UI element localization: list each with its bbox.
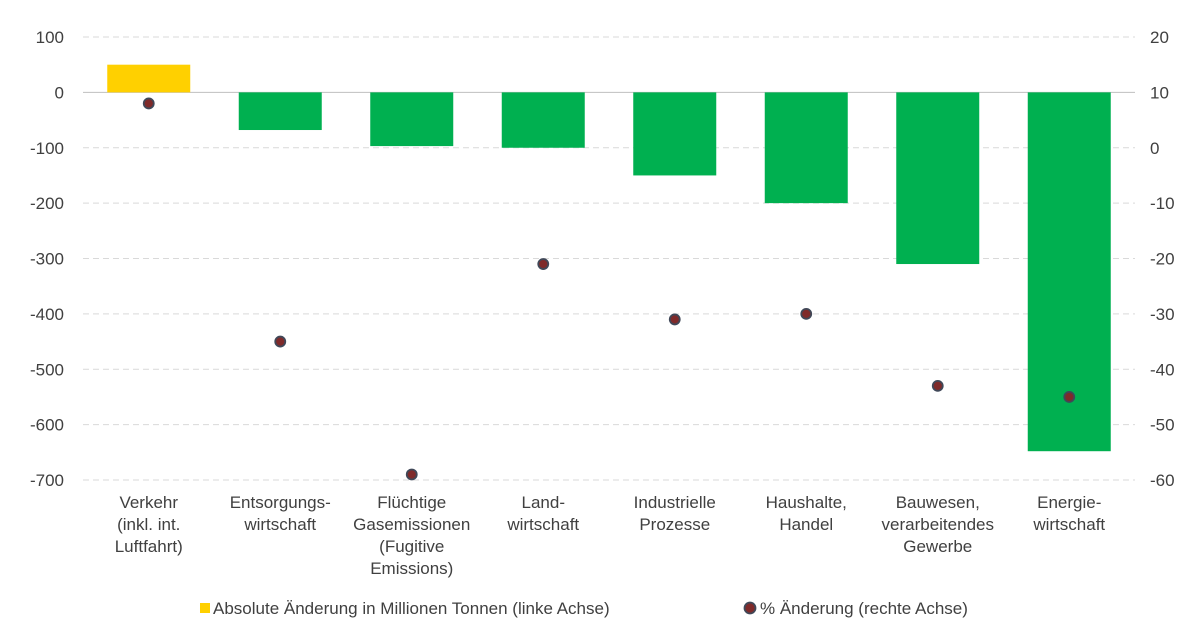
right-tick-label: -50 xyxy=(1150,416,1175,435)
data-point xyxy=(537,258,550,270)
right-tick-label: -20 xyxy=(1150,250,1175,269)
category-label: wirtschaft xyxy=(506,515,579,534)
left-tick-label: -600 xyxy=(30,416,64,435)
category-label: Flüchtige xyxy=(377,493,446,512)
category-label: Handel xyxy=(779,515,833,534)
category-label: Emissions) xyxy=(370,559,453,578)
right-axis-ticks: 20 10 0 -10 -20 -30 -40 -50 -60 xyxy=(1150,28,1175,490)
left-tick-label: -200 xyxy=(30,194,64,213)
left-tick-label: 0 xyxy=(55,83,64,102)
category-label: Energie- xyxy=(1037,493,1101,512)
category-label: Gewerbe xyxy=(903,537,972,556)
right-tick-label: -60 xyxy=(1150,471,1175,490)
category-label: wirtschaft xyxy=(243,515,316,534)
bar xyxy=(107,64,191,93)
category-label: Industrielle xyxy=(634,493,716,512)
data-point xyxy=(668,313,681,326)
bar xyxy=(238,92,322,131)
legend: Absolute Änderung in Millionen Tonnen (l… xyxy=(200,599,968,618)
category-label: Land- xyxy=(522,493,565,512)
bar-series xyxy=(107,64,1111,452)
legend-swatch-bar xyxy=(200,603,210,613)
right-tick-label: -30 xyxy=(1150,305,1175,324)
bar xyxy=(896,92,980,265)
right-tick-label: 10 xyxy=(1150,83,1169,102)
legend-swatch-point xyxy=(743,601,757,615)
bar xyxy=(501,92,585,148)
left-tick-label: -500 xyxy=(30,360,64,379)
category-label: Bauwesen, xyxy=(896,493,980,512)
legend-label-bar: Absolute Änderung in Millionen Tonnen (l… xyxy=(213,599,610,618)
category-label: Verkehr xyxy=(119,493,178,512)
bar xyxy=(370,92,454,147)
legend-label-point: % Änderung (rechte Achse) xyxy=(760,599,968,618)
category-label: verarbeitendes xyxy=(882,515,994,534)
category-label: Prozesse xyxy=(639,515,710,534)
category-label: Gasemissionen xyxy=(353,515,470,534)
data-point xyxy=(142,97,155,110)
data-point xyxy=(800,307,813,320)
right-tick-label: 0 xyxy=(1150,139,1159,158)
scatter-series xyxy=(142,97,1076,481)
left-tick-label: 100 xyxy=(36,28,64,47)
right-tick-label: -40 xyxy=(1150,360,1175,379)
gridlines xyxy=(83,36,1135,481)
category-labels: Verkehr (inkl. int. Luftfahrt) Entsorgungs-… xyxy=(115,493,1106,578)
right-tick-label: 20 xyxy=(1150,28,1169,47)
data-point xyxy=(405,468,418,481)
category-label: Luftfahrt) xyxy=(115,537,183,556)
left-tick-label: -700 xyxy=(30,471,64,490)
category-label: (Fugitive xyxy=(379,537,444,556)
category-label: Entsorgungs- xyxy=(230,493,331,512)
data-point xyxy=(931,379,944,392)
data-point xyxy=(1063,391,1076,403)
left-tick-label: -300 xyxy=(30,250,64,269)
category-label: Haushalte, xyxy=(766,493,847,512)
category-label: wirtschaft xyxy=(1032,515,1105,534)
right-tick-label: -10 xyxy=(1150,194,1175,213)
bar xyxy=(633,92,717,176)
left-tick-label: -100 xyxy=(30,139,64,158)
bar xyxy=(764,92,848,204)
category-label: (inkl. int. xyxy=(117,515,180,534)
left-axis-ticks: 100 0 -100 -200 -300 -400 -500 -600 -700 xyxy=(30,28,64,490)
left-tick-label: -400 xyxy=(30,305,64,324)
data-point xyxy=(274,335,287,348)
